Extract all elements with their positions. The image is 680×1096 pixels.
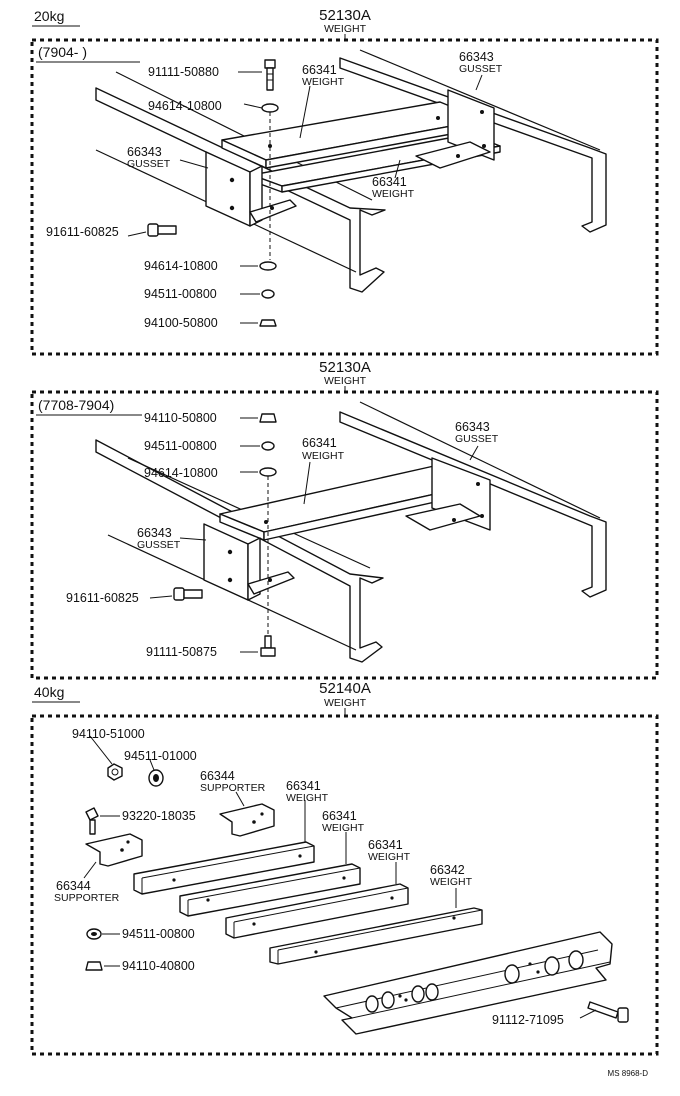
main-part-number: 52130A xyxy=(319,359,371,376)
callout-weight-2-name: WEIGHT xyxy=(322,822,365,834)
lock-washer-icon xyxy=(261,441,275,451)
section-frame xyxy=(30,38,659,356)
callout-nut: 94110-50800 xyxy=(144,411,217,425)
weight-plate-upper xyxy=(221,101,485,169)
callout-supporter-left-no: 66344 xyxy=(56,879,91,893)
gusset-left xyxy=(205,151,297,227)
washer-icon xyxy=(259,261,277,271)
callout-bolt: 91111-50880 xyxy=(148,65,219,79)
callout-weight-no: 66341 xyxy=(302,436,337,450)
callout-supporter-right-name: SUPPORTER xyxy=(200,782,266,794)
gusset-left xyxy=(203,523,295,601)
model-period: (7904- ) xyxy=(38,44,87,60)
end-bolt-icon xyxy=(587,1001,629,1023)
nut-icon xyxy=(85,961,103,971)
callout-weight-3-name: WEIGHT xyxy=(368,851,411,863)
callout-nut: 94100-50800 xyxy=(144,316,218,330)
channel-bracket xyxy=(323,931,613,1035)
callout-weight-mid-no: 66341 xyxy=(372,175,407,189)
callout-nut-a: 94110-51000 xyxy=(72,727,145,741)
main-part-name: WEIGHT xyxy=(324,23,367,35)
washer-icon xyxy=(261,103,279,113)
callout-weight-4-name: WEIGHT xyxy=(430,876,473,888)
callout-gusset-right-name: GUSSET xyxy=(455,433,499,445)
callout-nut-b: 94110-40800 xyxy=(122,959,195,973)
bolt-icon xyxy=(260,635,276,657)
callout-weight-3-no: 66341 xyxy=(368,838,403,852)
callout-washer-top: 94614-10800 xyxy=(148,99,222,113)
callout-weight-2-no: 66341 xyxy=(322,809,357,823)
callout-bolt-side: 91611-60825 xyxy=(66,591,139,605)
callout-lock-washer-b: 94511-00800 xyxy=(122,927,195,941)
callout-lock-washer: 94511-00800 xyxy=(144,439,217,453)
nut-icon xyxy=(107,763,123,781)
gusset-right xyxy=(415,89,495,169)
callout-gusset-left-no: 66343 xyxy=(127,145,162,159)
callout-gusset-left-name: GUSSET xyxy=(127,158,171,170)
section-frame xyxy=(30,390,659,680)
section-20kg: 20kg 52130A WEIGHT (7904- ) xyxy=(30,7,659,356)
gusset-right xyxy=(405,457,491,531)
section-40kg: 40kg 52140A WEIGHT xyxy=(30,680,659,1056)
weight-bar-4 xyxy=(269,907,483,965)
callout-weight-top-name: WEIGHT xyxy=(302,76,345,88)
supporter-left xyxy=(85,833,143,867)
side-bolt-icon xyxy=(173,587,203,601)
main-part-number: 52130A xyxy=(319,7,371,24)
model-period: (7708-7904) xyxy=(38,397,114,413)
callout-weight-name: WEIGHT xyxy=(302,450,345,462)
callout-gusset-left-name: GUSSET xyxy=(137,539,181,551)
callout-bolt-bottom: 91111-50875 xyxy=(146,645,217,659)
weight-label-20kg: 20kg xyxy=(34,8,64,24)
callout-lock-washer: 94511-00800 xyxy=(144,287,217,301)
callout-weight-4-no: 66342 xyxy=(430,863,465,877)
weight-label-40kg: 40kg xyxy=(34,684,64,700)
section-7708-7904: 52130A WEIGHT (7708-7904) xyxy=(30,359,659,680)
weight-bar-1 xyxy=(133,841,315,895)
callout-gusset-right-name: GUSSET xyxy=(459,63,503,75)
main-part-name: WEIGHT xyxy=(324,375,367,387)
main-part-name: WEIGHT xyxy=(324,697,367,709)
callout-gusset-right-no: 66343 xyxy=(455,420,490,434)
callout-weight-top-no: 66341 xyxy=(302,63,337,77)
callout-supporter-left-name: SUPPORTER xyxy=(54,892,120,904)
lock-washer-icon xyxy=(86,928,102,940)
callout-bolt-side: 91611-60825 xyxy=(46,225,119,239)
callout-weight-mid-name: WEIGHT xyxy=(372,188,415,200)
callout-supporter-right-no: 66344 xyxy=(200,769,235,783)
callout-weight-1-no: 66341 xyxy=(286,779,321,793)
bolt-icon xyxy=(264,59,276,91)
drawing-code: MS 8968-D xyxy=(608,1069,649,1078)
bolt-icon xyxy=(85,807,99,835)
lock-washer-icon xyxy=(148,769,164,787)
weight-bar-3 xyxy=(225,883,409,939)
side-bolt-icon xyxy=(147,223,177,237)
washer-icon xyxy=(259,467,277,477)
callout-bolt: 93220-18035 xyxy=(122,809,196,823)
supporter-right xyxy=(219,803,275,837)
nut-icon xyxy=(259,319,277,327)
callout-bolt-end: 91112-71095 xyxy=(492,1013,564,1027)
nut-icon xyxy=(259,413,277,423)
main-part-number: 52140A xyxy=(319,680,371,697)
callout-gusset-left-no: 66343 xyxy=(137,526,172,540)
callout-gusset-right-no: 66343 xyxy=(459,50,494,64)
callout-weight-1-name: WEIGHT xyxy=(286,792,329,804)
callout-lock-washer-a: 94511-01000 xyxy=(124,749,197,763)
callout-washer: 94614-10800 xyxy=(144,466,218,480)
weight-bar-2 xyxy=(179,863,361,917)
lock-washer-icon xyxy=(261,289,275,299)
section-frame xyxy=(30,714,659,1056)
callout-washer-bottom: 94614-10800 xyxy=(144,259,218,273)
